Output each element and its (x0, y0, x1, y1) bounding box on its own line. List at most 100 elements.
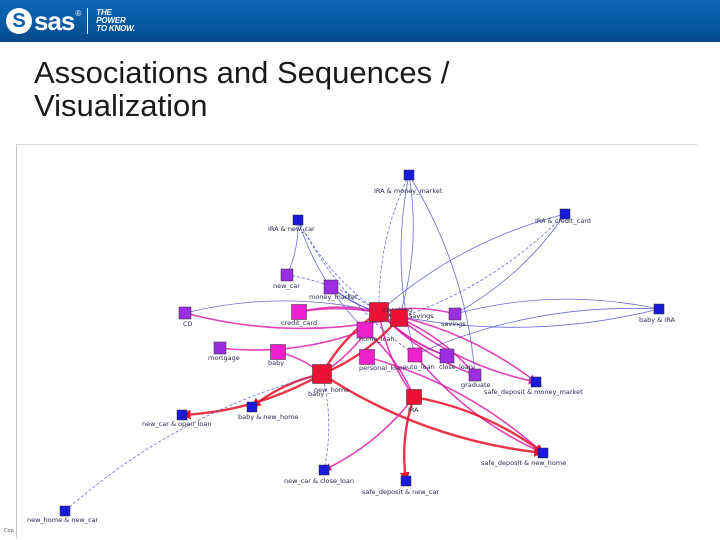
graph-node[interactable]: safe_deposit & new_home (481, 447, 566, 467)
graph-node-box[interactable] (359, 349, 375, 365)
graph-node-label: mortgage (208, 354, 240, 362)
graph-node-box[interactable] (448, 307, 462, 321)
graph-node[interactable]: IRA (406, 389, 422, 415)
graph-node-box[interactable] (356, 321, 374, 339)
graph-node-box[interactable] (312, 364, 332, 384)
graph-node[interactable]: new_home (312, 364, 350, 395)
graph-node[interactable]: savings (390, 309, 435, 327)
graph-node[interactable]: new_car (273, 268, 300, 290)
graph-node-box[interactable] (439, 348, 455, 364)
graph-node-label: IRA & money_market (374, 187, 443, 195)
graph-node-box[interactable] (537, 447, 549, 459)
graph-node[interactable]: safe_deposit & money_market (484, 376, 583, 396)
graph-edge (398, 317, 476, 376)
graph-node-label: baby & new_home (238, 413, 298, 421)
graph-node-box[interactable] (653, 303, 665, 315)
logo-divider (87, 8, 89, 34)
graph-node[interactable]: auto_loan (403, 347, 435, 371)
graph-node[interactable]: new_home & new_car (27, 505, 99, 524)
graph-edge (398, 174, 414, 319)
graph-node-box[interactable] (468, 368, 482, 382)
tagline-line: THE (96, 8, 112, 17)
graph-node-label: safe_deposit & new_home (481, 459, 566, 467)
graph-edge (219, 328, 366, 351)
graph-node-label: CD (183, 320, 193, 328)
graph-node[interactable]: graduate (461, 368, 491, 389)
graph-node-box[interactable] (400, 475, 412, 487)
graph-edge (414, 307, 660, 356)
graph-node[interactable]: home_loan (356, 321, 395, 343)
graph-node[interactable]: savings (441, 307, 466, 328)
graph-node-box[interactable] (369, 302, 389, 322)
sas-logo: S sas ® THE POWER TO KNOW. (6, 3, 135, 39)
graph-edge (321, 372, 544, 457)
graph-node-label: home_loan (359, 335, 395, 343)
graph-node-box[interactable] (318, 464, 330, 476)
graph-node[interactable]: baby & new_home (238, 401, 298, 421)
graph-node-box[interactable] (59, 505, 71, 517)
graph-node-label: baby (268, 359, 284, 367)
graph-node-box[interactable] (291, 304, 307, 320)
graph-node-label: new_car & close_loan (284, 477, 354, 485)
graph-node-label: graduate (461, 381, 491, 389)
graph-node[interactable]: safe_deposit & new_car (362, 475, 439, 496)
graph-node-label: new_home (314, 386, 349, 394)
tagline-line: TO KNOW. (96, 24, 135, 33)
graph-edge (321, 373, 330, 471)
graph-node[interactable]: money_market (309, 279, 358, 301)
graph-node-box[interactable] (213, 341, 227, 355)
footer-copyright: Cop (4, 528, 14, 534)
graph-node[interactable]: close_loan (439, 348, 473, 371)
tagline-line: POWER (96, 16, 126, 25)
header-bar: S sas ® THE POWER TO KNOW. (0, 0, 720, 42)
graph-node-box[interactable] (176, 409, 188, 421)
graph-edge (400, 174, 416, 356)
graph-node[interactable]: IRA & new_car (268, 214, 315, 233)
graph-node-label: safe_deposit & money_market (484, 388, 583, 396)
graph-node-box[interactable] (270, 344, 286, 360)
graph-edge (414, 354, 544, 454)
graph-node-label: IRA & credit_card (535, 217, 591, 225)
graph-node[interactable]: mortgage (208, 341, 240, 362)
graph-node-box[interactable] (403, 169, 415, 181)
graph-node-label: credit_card (281, 319, 317, 327)
graph-edge (323, 396, 415, 471)
graph-node[interactable]: new_car & open_loan (142, 409, 211, 428)
graph-node[interactable]: IRA & money_market (374, 169, 443, 195)
graph-node-box[interactable] (390, 309, 408, 327)
slide-title-line: Associations and Sequences / (34, 55, 450, 90)
graph-edge (413, 395, 544, 454)
graph-node[interactable]: credit_card (281, 304, 317, 328)
graph-node-label: savings (441, 320, 466, 328)
graph-node-box[interactable] (406, 389, 422, 405)
graph-node[interactable]: baby (308, 390, 324, 398)
graph-node-box[interactable] (559, 208, 571, 220)
graph-node-box[interactable] (280, 268, 294, 282)
graph-node[interactable]: IRA & credit_card (535, 208, 591, 225)
graph-edge (378, 308, 660, 328)
graph-node[interactable]: CD (178, 306, 193, 328)
graph-node-box[interactable] (407, 347, 423, 363)
logo-registered: ® (75, 9, 82, 18)
graph-node[interactable]: personal_loan (359, 349, 404, 373)
graph-node[interactable]: baby (268, 344, 286, 368)
graph-node-box[interactable] (292, 214, 304, 226)
graph-node[interactable]: new_car & close_loan (284, 464, 354, 485)
graph-node-label: new_car (273, 282, 300, 290)
graph-edge (398, 317, 537, 385)
graph-node-label: safe_deposit & new_car (362, 488, 439, 496)
graph-node-box[interactable] (530, 376, 542, 388)
graph-node[interactable]: baby & IRA (639, 303, 675, 324)
graph-node-box[interactable] (246, 401, 258, 413)
graph-node-label: personal_loan (359, 364, 404, 372)
graph-edge (297, 219, 366, 331)
graph-edge (408, 174, 477, 376)
graph-node-box[interactable] (323, 279, 339, 295)
graph-edge (398, 213, 566, 319)
graph-node-label: IRA & new_car (268, 225, 315, 233)
graph-edge (184, 300, 380, 314)
graph-node-box[interactable] (178, 306, 192, 320)
graph-edge (400, 396, 416, 482)
